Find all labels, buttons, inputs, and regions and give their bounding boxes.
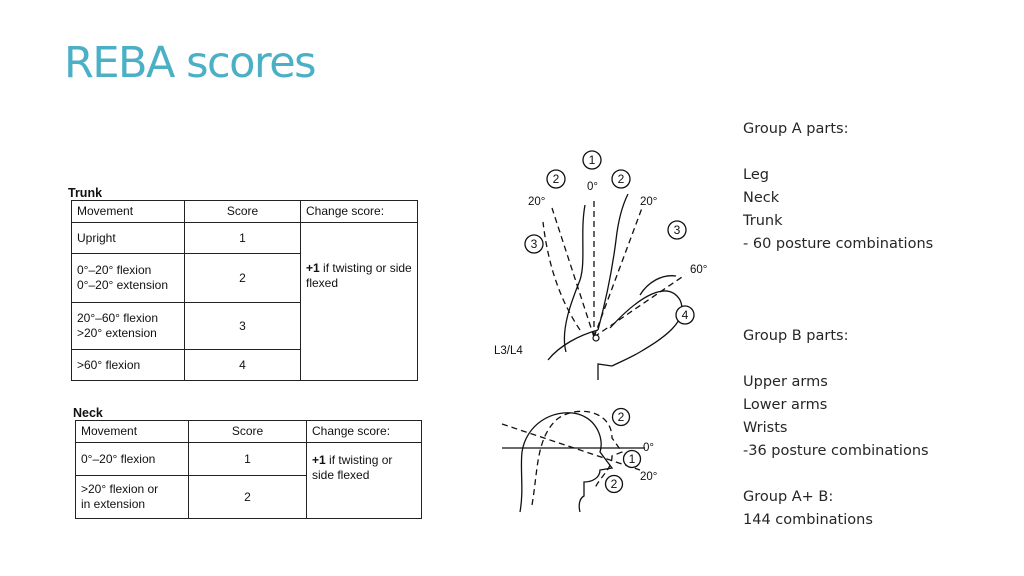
spine-level-label: L3/L4 [494,345,523,357]
group-ab-title: Group A+ B: [743,489,834,505]
angle-label: 60° [690,264,707,276]
torso-outline [597,193,629,331]
marker-label: 2 [611,477,618,491]
leg-outline [597,363,613,380]
shoulder-outline [639,275,677,296]
marker-2 [546,169,566,189]
slide-title: REBA scores [64,38,317,88]
neck-header-score: Score [188,420,307,443]
marker-label: 1 [589,153,596,167]
group-b-item: -36 posture combinations [743,443,929,459]
neck-row-score: 1 [188,442,307,476]
trunk-row-movement: Upright [71,222,185,254]
marker-2 [611,407,631,427]
marker-label: 3 [531,237,538,251]
marker-label: 4 [682,308,689,322]
angle-label: 0° [643,442,654,454]
neck-row-movement: 0°–20° flexion [75,442,189,476]
trunk-posture-diagram: 1 2 2 3 3 4 0° 20° 20° 60° L3/L4 [494,150,707,380]
marker-label: 2 [618,172,625,186]
trunk-row-movement: >60° flexion [71,349,185,381]
neck-table-label: Neck [73,406,103,420]
group-a-item: Trunk [743,213,783,229]
neck-header-change: Change score: [306,420,422,443]
flexion-20-line [501,423,641,471]
trunk-change-score-text: if twisting or side flexed [306,261,412,290]
group-ab-text: 144 combinations [743,512,873,528]
head-outline [519,412,614,513]
hip-outline [547,329,599,361]
marker-1 [622,449,642,469]
trunk-row-movement: 0°–20° flexion 0°–20° extension [71,253,185,303]
trunk-header-movement: Movement [71,200,185,223]
neck-change-score-bold: +1 [312,453,326,467]
neck-score-table: Movement Score Change score: 0°–20° flex… [75,420,422,519]
angle-label: 20° [528,196,545,208]
trunk-row-score: 3 [184,302,301,350]
group-a-title: Group A parts: [743,121,849,137]
trunk-header-change: Change score: [300,200,418,223]
marker-4 [675,305,695,325]
trunk-row-score: 2 [184,253,301,303]
group-a-item: Neck [743,190,780,206]
neck-change-score-text: if twisting or side flexed [312,453,393,482]
group-summary-panel: Group A parts: Leg Neck Trunk - 60 postu… [743,118,1003,532]
group-b-item: Lower arms [743,397,828,413]
marker-label: 2 [553,172,560,186]
torso-outline [563,204,586,353]
extension-20-line [551,207,595,338]
angle-label: 0° [587,181,598,193]
neck-row-score: 2 [188,475,307,519]
group-b-item: Wrists [743,420,788,436]
neck-row-movement: >20° flexion or in extension [75,475,189,519]
group-a-item: - 60 posture combinations [743,236,934,252]
marker-label: 3 [674,223,681,237]
trunk-row-score: 4 [184,349,301,381]
marker-3 [667,220,687,240]
marker-3 [524,234,544,254]
angle-label: 20° [640,471,657,483]
trunk-table-label: Trunk [68,186,103,200]
trunk-score-table: Movement Score Change score: Upright 1 +… [71,200,418,381]
group-a-item: Leg [743,167,769,183]
angle-label: 20° [640,196,657,208]
neck-header-movement: Movement [75,420,189,443]
marker-2 [611,169,631,189]
marker-label: 1 [629,452,636,466]
trunk-change-score-cell: +1 if twisting or side flexed [300,222,418,381]
arm-outline [609,290,683,367]
neck-change-score-cell: +1 if twisting or side flexed [306,442,422,519]
group-b-item: Upper arms [743,374,828,390]
group-b-title: Group B parts: [743,328,849,344]
trunk-row-score: 1 [184,222,301,254]
marker-2 [604,474,624,494]
marker-1 [582,150,602,170]
trunk-header-score: Score [184,200,301,223]
flexion-20-line [593,207,643,338]
pivot-point [592,334,600,342]
trunk-change-score-bold: +1 [306,261,320,275]
extension-line [542,221,581,331]
trunk-row-movement: 20°–60° flexion >20° extension [71,302,185,350]
neck-posture-diagram: 2 1 2 0° 20° [501,407,657,513]
marker-label: 2 [618,410,625,424]
flexion-60-line [593,274,686,338]
flexed-head-outline [531,410,624,506]
